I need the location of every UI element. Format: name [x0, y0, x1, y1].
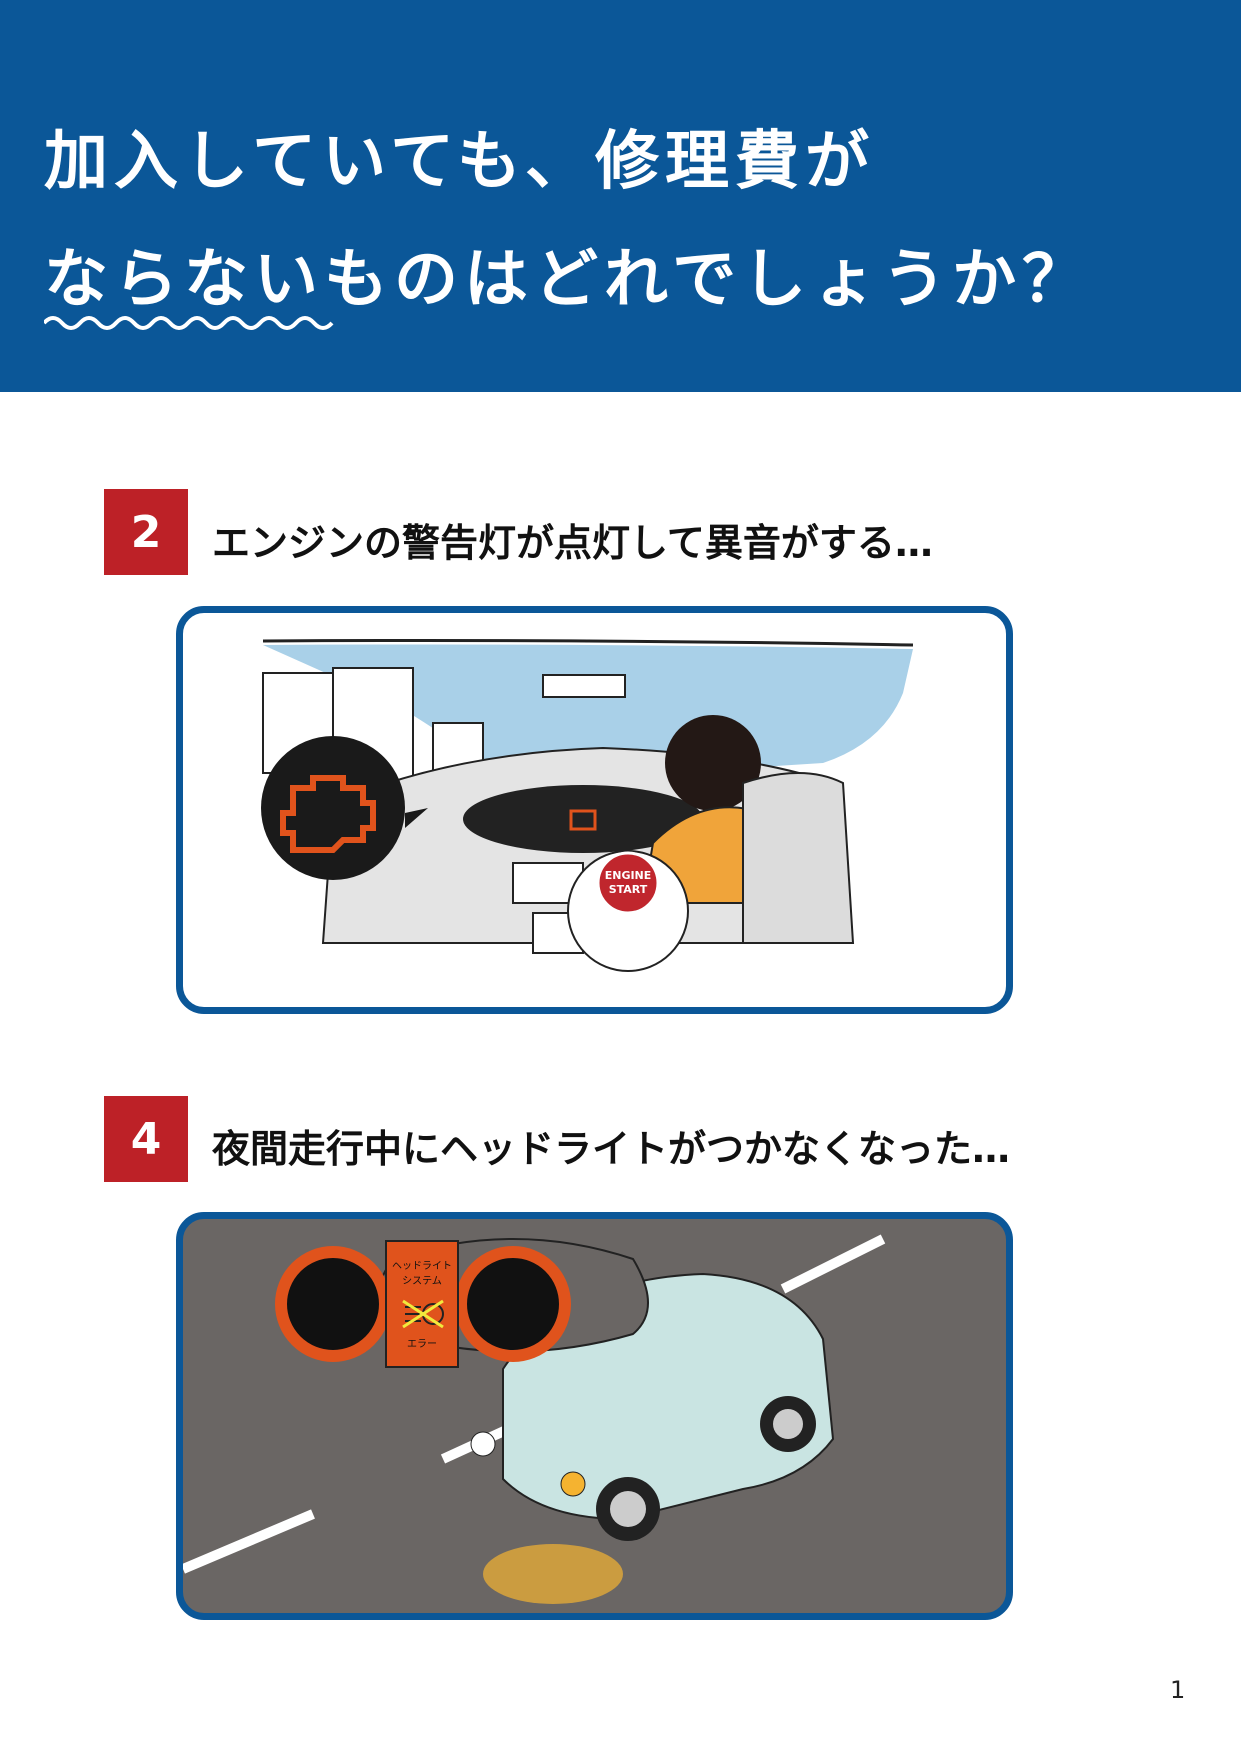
- question-number-badge: 4: [104, 1096, 188, 1182]
- engine-start-label-2: START: [609, 883, 648, 896]
- engine-warning-icon: [280, 775, 376, 853]
- title-line-2: ならないものはどれでしょうか？: [44, 243, 1093, 317]
- page-number: 1: [1170, 1676, 1186, 1704]
- header-banner: 加入していても、修理費が ならないものはどれでしょうか？: [0, 0, 1241, 392]
- question-text: 夜間走行中にヘッドライトがつかなくなった…: [212, 1127, 1011, 1171]
- panel-label-1: ヘッドライト: [392, 1260, 452, 1272]
- title-line-1: 加入していても、修理費が: [44, 125, 876, 199]
- headlight-off-icon: [402, 1299, 444, 1329]
- question-text: エンジンの警告灯が点灯して異音がする…: [212, 521, 933, 565]
- engine-warning-illustration: ENGINE START: [176, 606, 1013, 1014]
- panel-label-2: システム: [402, 1275, 442, 1287]
- wavy-underline: [44, 316, 334, 330]
- engine-start-label: ENGINE: [605, 869, 652, 882]
- panel-error-label: エラー: [407, 1338, 437, 1350]
- question-number-badge: 2: [104, 489, 188, 575]
- headlight-failure-illustration: ヘッドライト システム エラー: [176, 1212, 1013, 1620]
